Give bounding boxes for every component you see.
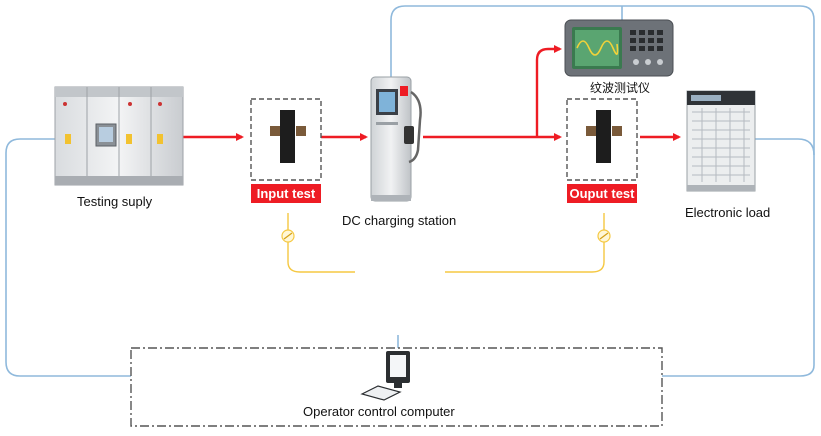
output-sensor-device: [586, 110, 622, 163]
signal-lines: [287, 213, 605, 273]
input-test-tag: Input test: [251, 184, 321, 203]
dc-charging-station-label: DC charging station: [342, 213, 457, 228]
ripple-tester-label: 纹波测试仪: [590, 81, 651, 95]
communication-lines: [5, 5, 815, 377]
output-test-tag: Ouput test: [567, 184, 637, 203]
testing-supply-label: Testing suply: [77, 194, 153, 209]
computer-icon: [360, 351, 410, 401]
comm-line-station-top: [390, 5, 620, 77]
power-flow-arrows: [183, 45, 681, 141]
output-test-box: [566, 98, 638, 181]
operator-computer-box: [130, 347, 663, 427]
ripple-tester-icon: [564, 19, 674, 77]
testing-supply-icon: [54, 86, 184, 186]
comm-line-load: [755, 138, 815, 156]
operator-computer-label: Operator control computer: [303, 404, 455, 419]
comm-line-right: [620, 5, 815, 377]
input-test-box: [250, 98, 322, 181]
sensor-icon-input: [281, 229, 295, 243]
comm-line-supply: [5, 138, 131, 377]
input-sensor-device: [270, 110, 306, 163]
dc-charging-station-icon: [370, 76, 422, 202]
sensor-icon-output: [597, 229, 611, 243]
electronic-load-label: Electronic load: [685, 205, 771, 220]
flow-arrow-to-ripple-tester: [535, 45, 562, 137]
signal-line-input: [287, 213, 355, 273]
signal-line-output: [445, 213, 605, 273]
electronic-load-icon: [686, 90, 756, 192]
